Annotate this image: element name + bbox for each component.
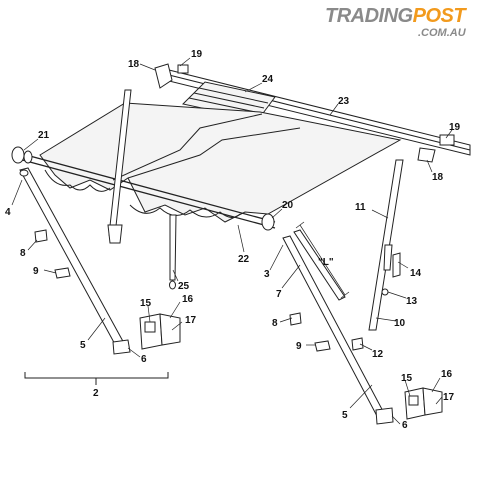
part-label: 11 bbox=[355, 202, 366, 213]
right-foot-plate bbox=[404, 387, 443, 420]
fitting-14 bbox=[392, 252, 401, 278]
part-label: 6 bbox=[141, 354, 147, 365]
rear-left-arm bbox=[107, 89, 132, 244]
left-front-arm bbox=[19, 167, 131, 355]
fitting-9-left bbox=[54, 267, 71, 279]
part-label: 9 bbox=[33, 266, 39, 277]
part-label: 19 bbox=[191, 49, 203, 60]
part-label: 4 bbox=[5, 207, 11, 218]
part-label: 6 bbox=[402, 420, 408, 431]
part-label: 18 bbox=[432, 172, 444, 183]
fitting-9-right bbox=[314, 340, 331, 352]
part-label: 15 bbox=[401, 373, 413, 384]
part-label: 5 bbox=[342, 410, 348, 421]
part-label: 23 bbox=[338, 96, 350, 107]
left-wall-bracket bbox=[154, 63, 189, 89]
fitting-13 bbox=[381, 288, 389, 296]
part-label: 24 bbox=[262, 74, 274, 85]
part-label: 17 bbox=[185, 315, 197, 326]
logo-word-post: POST bbox=[413, 5, 468, 27]
left-foot-plate bbox=[139, 313, 181, 350]
part-label: 13 bbox=[406, 296, 418, 307]
group-bracket bbox=[24, 372, 169, 385]
part-label: 12 bbox=[372, 349, 384, 360]
canopy-fabric bbox=[39, 102, 402, 223]
fitting-12 bbox=[351, 337, 364, 351]
part-label: 7 bbox=[276, 289, 282, 300]
part-label: 16 bbox=[182, 294, 194, 305]
fitting-8-left bbox=[34, 229, 48, 243]
tradingpost-logo: TRADINGPOST .COM.AU bbox=[325, 5, 468, 39]
part-label: 8 bbox=[272, 318, 278, 329]
part-label: 5 bbox=[80, 340, 86, 351]
svg-text:TRADINGPOST: TRADINGPOST bbox=[325, 5, 467, 27]
right-wall-bracket bbox=[417, 134, 455, 163]
part-label: 21 bbox=[38, 130, 50, 141]
part-label: 15 bbox=[140, 298, 152, 309]
leader-lines bbox=[11, 57, 453, 425]
roller-cover bbox=[181, 81, 276, 121]
left-end-cap bbox=[11, 146, 33, 164]
part-label: 17 bbox=[443, 392, 455, 403]
logo-domain: .COM.AU bbox=[418, 27, 467, 39]
part-label: 20 bbox=[282, 200, 294, 211]
part-label: 14 bbox=[410, 268, 422, 279]
right-end-cap bbox=[261, 213, 275, 231]
logo-word-trading: TRADING bbox=[325, 5, 413, 27]
part-label: 8 bbox=[20, 248, 26, 259]
fitting-8-right bbox=[289, 312, 302, 326]
part-label: 25 bbox=[178, 281, 190, 292]
part-label: 9 bbox=[296, 341, 302, 352]
part-label: 19 bbox=[449, 122, 461, 133]
dimension-label: "L" bbox=[318, 257, 334, 268]
part-label: 22 bbox=[238, 254, 250, 265]
part-label: 16 bbox=[441, 369, 453, 380]
part-number-labels: 18 19 24 23 19 18 21 4 20 11 8 9 22 3 7 … bbox=[5, 49, 461, 431]
right-rear-arm bbox=[368, 159, 404, 331]
part-label: 2 bbox=[93, 388, 99, 399]
part-label: 10 bbox=[394, 318, 406, 329]
front-roller-bar bbox=[14, 151, 276, 229]
part-label: 3 bbox=[264, 269, 270, 280]
part-label: 18 bbox=[128, 59, 140, 70]
right-front-arm bbox=[282, 229, 394, 425]
length-dimension: "L" bbox=[295, 221, 350, 299]
centre-support-pole bbox=[169, 214, 177, 290]
